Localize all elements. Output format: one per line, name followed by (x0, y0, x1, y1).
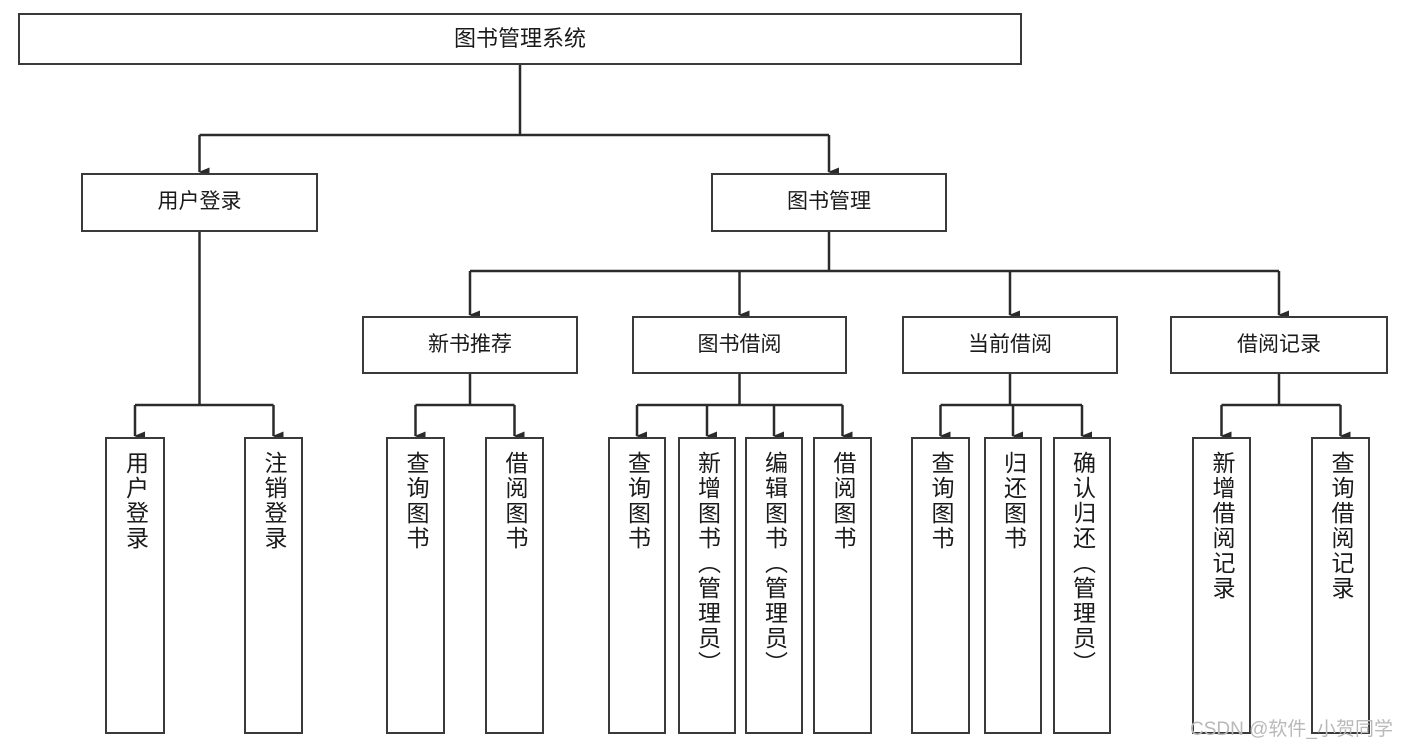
node-login[interactable]: 用户登录 (81, 173, 318, 232)
node-leaf_rc_q[interactable]: 查询借阅记录 (1311, 437, 1370, 734)
node-leaf_br_add[interactable]: 新增图书（管理员） (678, 437, 736, 734)
node-label: 图书借阅 (697, 332, 782, 356)
node-current[interactable]: 当前借阅 (902, 316, 1118, 374)
node-label: 新增图书（管理员） (694, 451, 721, 676)
node-newbook[interactable]: 新书推荐 (362, 316, 578, 374)
node-leaf_login[interactable]: 用户登录 (105, 437, 165, 734)
node-leaf_nb_q[interactable]: 查询图书 (386, 437, 445, 734)
watermark-text: CSDN @软件_小贺同学 (1190, 719, 1393, 740)
node-leaf_br_ed[interactable]: 编辑图书（管理员） (745, 437, 803, 734)
node-label: 图书管理系统 (453, 26, 586, 52)
node-leaf_br_q[interactable]: 查询图书 (608, 437, 666, 734)
node-label: 查询图书 (624, 451, 651, 551)
node-label: 新增借阅记录 (1209, 451, 1235, 601)
node-label: 查询借阅记录 (1328, 451, 1354, 601)
tree-connectors (133, 65, 1351, 441)
node-label: 新书推荐 (428, 332, 512, 356)
node-label: 当前借阅 (968, 332, 1052, 356)
node-label: 用户登录 (157, 190, 242, 214)
node-borrow[interactable]: 图书借阅 (632, 316, 847, 374)
node-records[interactable]: 借阅记录 (1170, 316, 1388, 374)
node-label: 注销登录 (261, 451, 287, 551)
node-leaf_br_bo[interactable]: 借阅图书 (813, 437, 872, 734)
node-label: 借阅图书 (502, 451, 528, 551)
node-bookmgmt[interactable]: 图书管理 (711, 173, 947, 232)
node-label: 借阅记录 (1237, 332, 1321, 356)
node-root[interactable]: 图书管理系统 (18, 13, 1022, 65)
node-label: 确认归还（管理员） (1069, 451, 1096, 676)
node-label: 归还图书 (1000, 451, 1027, 551)
node-label: 查询图书 (928, 451, 954, 551)
node-label: 查询图书 (403, 451, 429, 551)
node-leaf_nb_b[interactable]: 借阅图书 (485, 437, 544, 734)
node-leaf_cu_r[interactable]: 归还图书 (984, 437, 1042, 734)
node-label: 编辑图书（管理员） (761, 451, 788, 676)
node-label: 用户登录 (122, 451, 149, 551)
node-leaf_cu_cf[interactable]: 确认归还（管理员） (1053, 437, 1111, 734)
node-label: 图书管理 (787, 190, 871, 214)
node-leaf_rc_add[interactable]: 新增借阅记录 (1192, 437, 1251, 734)
node-label: 借阅图书 (830, 451, 856, 551)
node-leaf_cu_q[interactable]: 查询图书 (911, 437, 970, 734)
node-leaf_logout[interactable]: 注销登录 (244, 437, 303, 734)
